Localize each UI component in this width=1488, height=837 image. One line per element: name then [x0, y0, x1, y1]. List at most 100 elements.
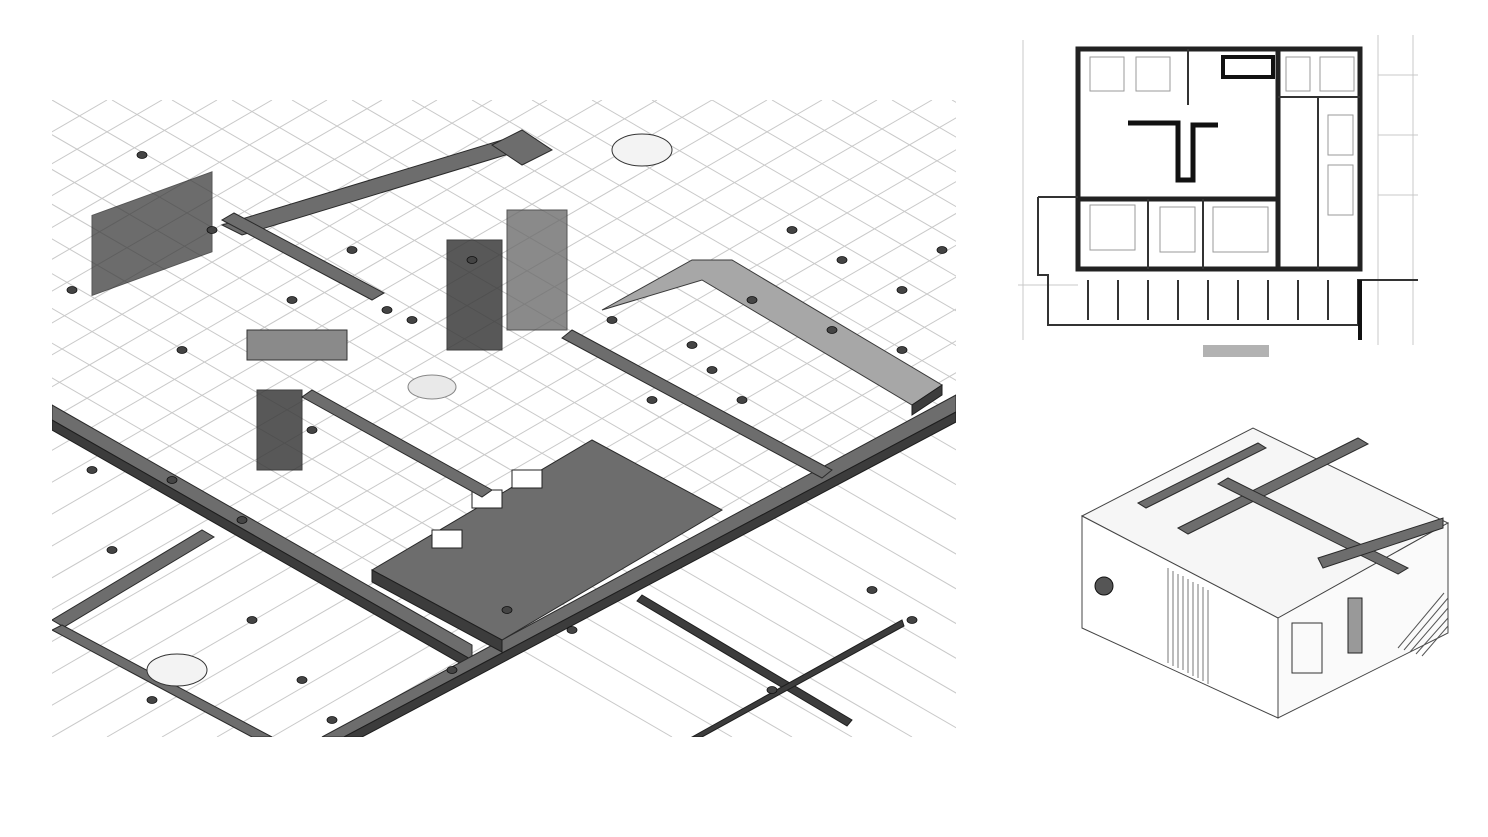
room-shelving — [1167, 568, 1209, 684]
main-isometric-view — [52, 100, 956, 737]
room-front-right-wall — [1277, 522, 1449, 719]
equipment-unit-2 — [511, 469, 543, 489]
equipment-unit-3 — [431, 529, 463, 549]
bg-line — [52, 100, 768, 515]
duct-segment-north-riser — [491, 129, 553, 166]
ceiling-diffuser-icon — [896, 286, 908, 294]
vertical-panel-5 — [246, 329, 348, 361]
bg-line — [52, 307, 793, 737]
duct-segment-north — [220, 139, 524, 236]
plan-parking-stalls — [1087, 280, 1329, 320]
ceiling-diffuser-icon — [736, 396, 748, 404]
plan-outer-lines — [1018, 35, 1418, 345]
bg-line — [711, 100, 956, 242]
ceiling-diffuser-icon — [826, 326, 838, 334]
pipe-south-diagonal — [636, 594, 853, 727]
ceiling-diffuser-icon — [906, 616, 918, 624]
floor-plan-view — [1018, 35, 1418, 345]
bg-line — [231, 100, 956, 520]
ceiling-diffuser-icon — [246, 616, 258, 624]
room-fan-unit — [1094, 576, 1114, 596]
bg-line — [52, 100, 713, 483]
ceiling-diffuser-icon — [176, 346, 188, 354]
main-isometric-drawing — [52, 100, 956, 737]
bg-line — [52, 100, 658, 451]
room-isometric-drawing — [1080, 427, 1450, 719]
duct-segment-west-branch — [301, 389, 493, 498]
plan-equipment-box — [1221, 55, 1275, 79]
bg-line — [52, 100, 273, 228]
ceiling-diffuser-icon — [86, 466, 98, 474]
bg-line — [351, 100, 956, 451]
bg-line — [52, 100, 603, 420]
bg-line — [52, 100, 438, 324]
vertical-panel-2 — [506, 209, 568, 331]
room-isometric-view — [1078, 418, 1450, 730]
ceiling-diffuser-icon — [346, 246, 358, 254]
bg-line — [52, 203, 956, 729]
plan-duct-run — [1128, 120, 1218, 183]
ceiling-diffuser-icon — [136, 151, 148, 159]
ceiling-diffuser-icon — [146, 696, 158, 704]
ductwork-network — [52, 129, 956, 737]
ceiling-diffuser-icon — [896, 346, 908, 354]
vertical-panel-4 — [91, 171, 213, 297]
ceiling-diffuser-icon — [381, 306, 393, 314]
ceiling-diffuser-icon — [786, 226, 798, 234]
plan-scale-bar — [1203, 345, 1269, 357]
pipe-south-cross — [690, 619, 905, 737]
room-floor-hatch — [1397, 592, 1449, 657]
vertical-panel-3 — [256, 389, 303, 471]
bg-line — [771, 100, 956, 208]
room-rack — [1347, 597, 1363, 654]
ceiling-diffuser-icon — [106, 546, 118, 554]
round-table-center — [407, 374, 457, 400]
ceiling-diffuser-icon — [706, 366, 718, 374]
ceiling-diffuser-icon — [686, 341, 698, 349]
bg-line — [271, 340, 956, 737]
ceiling-diffuser-icon — [296, 676, 308, 684]
bg-line — [52, 212, 956, 737]
ceiling-diffuser-icon — [326, 716, 338, 724]
bg-line — [411, 100, 956, 416]
duct-segment-southwest — [52, 529, 215, 628]
bg-line — [291, 100, 956, 486]
bg-line — [651, 100, 956, 277]
ceiling-diffuser-icon — [866, 586, 878, 594]
round-table-north — [611, 133, 673, 167]
ceiling-diffuser-icon — [836, 256, 848, 264]
ceiling-diffuser-icon — [406, 316, 418, 324]
ceiling-diffuser-icon — [286, 296, 298, 304]
duct-trunk-east — [321, 394, 956, 737]
ceiling-diffuser-icon — [466, 256, 478, 264]
ceiling-diffuser-icon — [936, 246, 948, 254]
ceiling-fixtures — [66, 151, 948, 724]
room-door — [1291, 622, 1323, 674]
bg-line — [52, 149, 956, 674]
duct-segment-mid-diagonal — [561, 329, 833, 479]
room-duct-4 — [1317, 517, 1444, 569]
bg-line — [52, 168, 956, 694]
ceiling-diffuser-icon — [306, 426, 318, 434]
bg-line — [52, 100, 548, 388]
duct-trunk-east-side — [343, 411, 956, 737]
plan-room-furniture — [1089, 56, 1355, 253]
ceiling-diffuser-icon — [446, 666, 458, 674]
round-table-south — [146, 653, 208, 687]
ceiling-diffuser-icon — [566, 626, 578, 634]
ceiling-diffuser-icon — [66, 286, 78, 294]
vertical-panel-1 — [446, 239, 503, 351]
duct-supply-wide-side — [911, 384, 943, 416]
ceiling-diffuser-icon — [766, 686, 778, 694]
ceiling-diffuser-icon — [236, 516, 248, 524]
ceiling-diffuser-icon — [606, 316, 618, 324]
bg-line — [591, 100, 956, 312]
room-duct-1 — [1136, 442, 1268, 509]
bg-line — [52, 181, 956, 706]
floor-plan-drawing — [1018, 35, 1418, 345]
bg-line — [106, 244, 956, 737]
room-duct-2 — [1176, 437, 1370, 535]
bg-line — [52, 100, 933, 611]
bg-line — [52, 100, 878, 579]
ceiling-diffuser-icon — [501, 606, 513, 614]
